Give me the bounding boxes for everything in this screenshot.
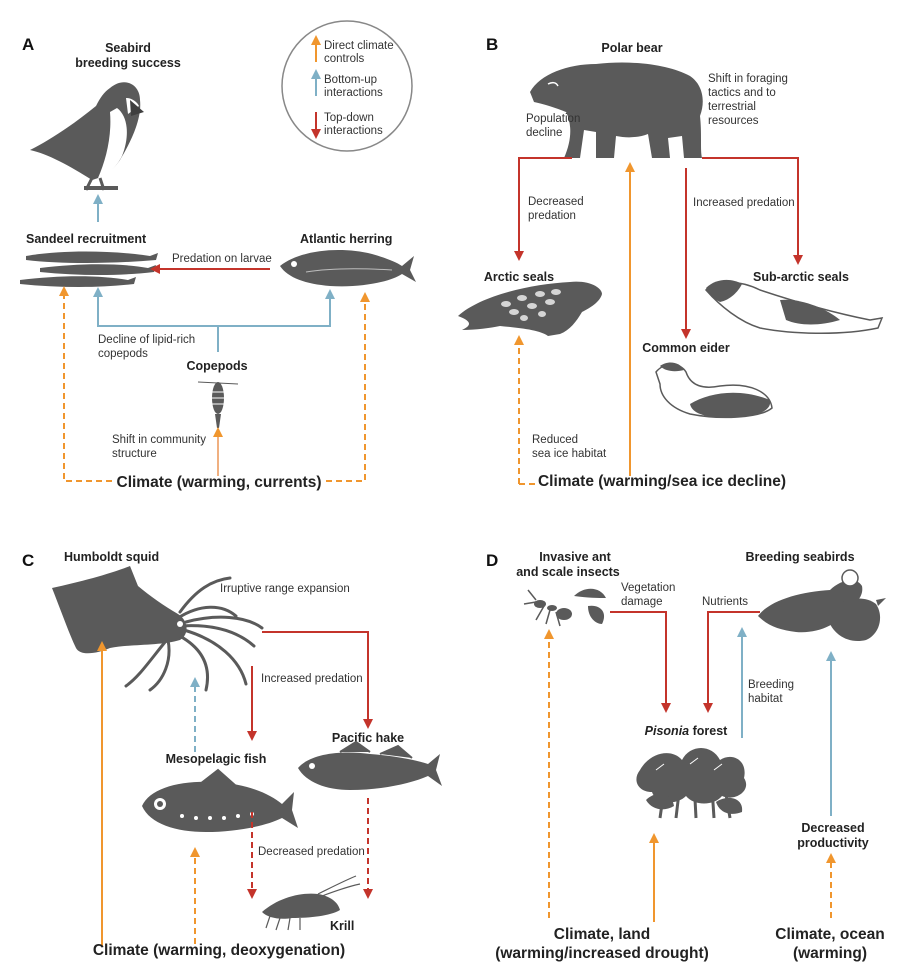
subarctic-seals-label: Sub-arctic seals [753,270,849,284]
decreased-predation-c-label: Decreased predation [258,846,365,858]
decreased-productivity-label: Decreased [801,821,864,835]
climate-b-label: Climate (warming/sea ice decline) [538,473,786,490]
breeding-habitat-label-2: habitat [748,693,783,705]
legend-circle [281,20,413,152]
climate-land-label-2: (warming/increased drought) [495,945,709,962]
breeding-habitat-label: Breeding [748,679,794,691]
legend-bottom-label-2: interactions [324,87,383,99]
scale-insect-icon [574,588,606,624]
common-eider-icon [655,362,773,419]
panel-c: C Humboldt squid Irruptive range expansi… [22,550,442,959]
krill-icon [262,875,361,931]
panel-d-letter: D [486,551,498,570]
panel-b: B Polar bear Shift in foraging tactics a… [458,35,884,490]
panel-c-letter: C [22,551,34,570]
irruptive-label: Irruptive range expansion [220,583,350,595]
arctic-seal-icon [458,281,602,336]
herring-icon [280,250,416,287]
breeding-seabirds-label: Breeding seabirds [745,550,854,564]
climate-c-label: Climate (warming, deoxygenation) [93,942,345,959]
legend-direct-label-2: controls [324,53,365,65]
puffin-icon [30,82,144,191]
panel-d: D Invasive ant and scale insects Vegetat… [486,550,886,962]
pisonia-tree-icon [636,748,747,819]
shift-label: Shift in community [112,434,206,446]
increased-predation-c-label: Increased predation [261,673,363,685]
subarctic-seal-icon [704,279,884,335]
ant-icon [523,589,572,627]
vegetation-damage-label-2: damage [621,596,663,608]
pisonia-label-rest: forest [689,724,728,738]
vegetation-damage-label: Vegetation [621,582,675,594]
arrow-bear-to-subarctic-seals [702,157,803,265]
predation-larvae-label: Predation on larvae [172,253,272,265]
herring-label: Atlantic herring [300,232,392,246]
sandeel-label: Sandeel recruitment [26,232,147,246]
legend-bottom-label: Bottom-up [324,74,377,86]
arrow-climate-to-herring [326,292,370,482]
pisonia-label-italic: Pisonia [645,724,690,738]
arrow-climate-to-sandeel [59,286,112,482]
shift-foraging-label-4: resources [708,115,759,127]
decreased-predation-label-2: predation [528,210,576,222]
copepod-icon [197,381,239,428]
arrow-squid-to-hake [262,631,373,729]
panel-a: A Seabird breeding success Sandeel recru… [20,35,416,491]
polar-bear-icon [530,62,703,158]
legend-direct-label: Direct climate [324,40,394,52]
pisonia-label: Pisonia forest [645,724,729,738]
seabird-label-2: breeding success [75,56,181,70]
pacific-hake-label: Pacific hake [332,731,404,745]
reduced-habitat-label-2: sea ice habitat [532,448,607,460]
arctic-seals-label: Arctic seals [484,270,554,284]
decreased-productivity-label-2: productivity [797,836,869,850]
arrow-ant-to-pisonia [610,611,671,713]
climate-ocean-label-2: (warming) [793,945,867,962]
invasive-ant-label: Invasive ant [539,550,611,564]
common-eider-label: Common eider [642,341,730,355]
seabird-pair-icon [758,569,886,642]
mesopelagic-fish-label: Mesopelagic fish [166,752,267,766]
polar-bear-label: Polar bear [601,41,662,55]
arrow-seabirds-to-pisonia [703,611,760,713]
panel-b-letter: B [486,35,498,54]
legend-top-label-2: interactions [324,125,383,137]
legend-top-label: Top-down [324,112,374,124]
decline-label: Decline of lipid-rich [98,334,195,346]
shift-label-2: structure [112,448,157,460]
hake-icon [298,740,442,790]
nutrients-label: Nutrients [702,596,748,608]
climate-land-label: Climate, land [554,926,650,943]
humboldt-squid-label: Humboldt squid [64,550,159,564]
krill-label: Krill [330,919,354,933]
arrow-copepod-to-sandeel [93,287,219,352]
panel-a-letter: A [22,35,34,54]
decreased-predation-label: Decreased [528,196,584,208]
population-decline-label: Population [526,113,580,125]
reduced-habitat-label: Reduced [532,434,578,446]
sandeel-icon [20,251,158,287]
squid-icon [52,566,264,692]
legend: Direct climate controls Bottom-up intera… [281,20,413,152]
arrow-copepod-to-herring [218,289,335,327]
invasive-ant-label-2: and scale insects [516,565,620,579]
arrow-bear-to-arctic-seals [514,157,572,261]
climate-ocean-label: Climate, ocean [775,926,884,943]
seabird-label: Seabird [105,41,151,55]
copepods-label: Copepods [186,359,247,373]
population-decline-label-2: decline [526,127,562,139]
decline-label-2: copepods [98,348,148,360]
shift-foraging-label: Shift in foraging [708,73,788,85]
shift-foraging-label-3: terrestrial [708,101,756,113]
climate-a-label: Climate (warming, currents) [117,474,322,491]
shift-foraging-label-2: tactics and to [708,87,776,99]
mesopelagic-fish-icon [142,768,298,832]
increased-predation-label: Increased predation [693,197,795,209]
